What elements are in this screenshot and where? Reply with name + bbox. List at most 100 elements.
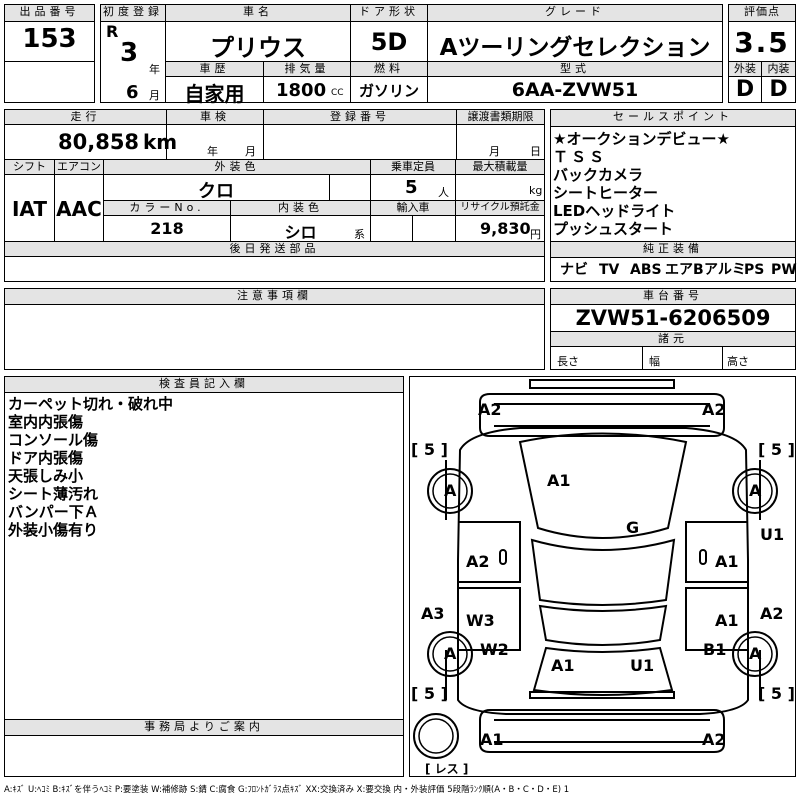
shift-label: シフト — [4, 159, 55, 175]
mark-right-quarter: A2 — [760, 604, 784, 623]
model-label: 型式 — [427, 61, 723, 77]
mark-trunk-left: A1 — [551, 656, 575, 675]
body-outline — [457, 427, 749, 715]
mark-right-rear-pillar: B1 — [703, 640, 727, 659]
recycle-label: リサイクル預託金 — [455, 200, 545, 216]
plate-box — [263, 124, 457, 160]
left-rear-door — [458, 587, 521, 651]
fuel-value: ガソリン — [358, 82, 419, 100]
interior-color-unit: 系 — [354, 228, 365, 241]
capacity-label: 乗車定員 — [370, 159, 456, 175]
mileage-label: 走行 — [4, 109, 167, 125]
later-parts-box — [4, 256, 545, 282]
color-divider — [329, 174, 330, 201]
inspector-note: 外装小傷有り — [8, 521, 99, 539]
chassis-label: 車台番号 — [550, 288, 796, 305]
dims-height-label: 高さ — [727, 355, 749, 368]
rear-glass-outline — [532, 646, 674, 696]
mark-left-window: W3 — [466, 611, 495, 630]
interior-grade: D — [769, 77, 788, 102]
displacement-unit: CC — [331, 88, 344, 98]
import-box — [370, 215, 456, 242]
mark-right-front-fender: U1 — [760, 525, 785, 544]
color-no-value: 218 — [150, 219, 184, 238]
model-box — [427, 76, 723, 103]
tire-grade-rl: A — [444, 644, 457, 663]
equipment-item: TV — [599, 262, 620, 278]
mark-rear-left: A1 — [480, 730, 504, 749]
hood-outline — [518, 432, 688, 539]
era-label: R — [106, 22, 119, 41]
mark-front-left: A2 — [478, 400, 502, 419]
selling-point: LEDヘッドライト — [553, 202, 676, 220]
front-bumper-inner — [494, 403, 710, 427]
mark-left-front-door: A2 — [466, 552, 490, 571]
door-value: 5D — [370, 28, 408, 56]
car-diagram — [413, 379, 778, 759]
capacity-value: 5 — [405, 177, 418, 198]
plate-label: 登録番号 — [263, 109, 457, 125]
inspection-month-unit: 月 — [245, 145, 256, 158]
mark-trunk-right: U1 — [630, 656, 655, 675]
transfer-day-unit: 日 — [530, 145, 541, 158]
import-divider — [412, 215, 413, 242]
dims-label: 諸元 — [550, 331, 796, 347]
interior-label: 内装 — [761, 61, 796, 77]
mark-windshield: G — [626, 518, 640, 537]
equipment-item: PW — [771, 262, 797, 278]
inspection-label: 車検 — [166, 109, 264, 125]
interior-box — [761, 76, 796, 103]
recycle-value: 9,830 — [480, 219, 531, 238]
rear-bumper-outline — [479, 709, 725, 753]
left-mirror — [499, 549, 507, 565]
equipment-item: ABS — [630, 262, 662, 278]
legend: A:ｷｽﾞ U:ﾍｺﾐ B:ｷｽﾞを伴うﾍｺﾐ P:要塗装 W:補修跡 S:錆 … — [4, 785, 570, 795]
later-parts-label: 後日発送部品 — [4, 241, 545, 257]
mileage-value: 80,858 — [58, 130, 140, 154]
dims-length-label: 長さ — [557, 355, 579, 368]
selling-point: ＴＳＳ — [553, 148, 608, 166]
exterior-grade: D — [735, 77, 755, 102]
mark-left-rear-window: W2 — [480, 640, 509, 659]
car-diagram-frame — [409, 376, 796, 777]
reg-month: 6 — [126, 82, 139, 103]
reg-year: 3 — [120, 38, 139, 68]
mark-front-right: A2 — [702, 400, 726, 419]
equipment-item: エアB — [665, 262, 704, 278]
selling-point: ★オークションデビュー★ — [553, 130, 730, 148]
selling-points-label: セールスポイント — [550, 109, 796, 127]
dims-divider-1 — [642, 346, 643, 370]
dims-divider-2 — [722, 346, 723, 370]
windshield-outline — [530, 538, 676, 606]
equipment-item: ナビ — [560, 262, 588, 278]
tire-grade-rr: A — [749, 644, 762, 663]
right-front-door — [685, 521, 748, 583]
tire-grade-fl: A — [444, 481, 457, 500]
displacement-value: 1800 — [276, 80, 327, 101]
selling-point: プッシュスタート — [553, 220, 674, 238]
inspector-note: ドア内張傷 — [8, 449, 84, 467]
dims-box — [550, 346, 796, 370]
fuel-label: 燃料 — [350, 61, 428, 77]
exterior-label: 外装 — [728, 61, 762, 77]
office-label: 事務局よりご案内 — [4, 719, 404, 736]
inspector-note: コンソール傷 — [8, 431, 99, 449]
selling-point: バックカメラ — [553, 166, 644, 184]
inspector-note: シート薄汚れ — [8, 485, 99, 503]
interior-color-label: 内装色 — [230, 200, 371, 216]
displacement-label: 排気量 — [263, 61, 351, 77]
history-value: 自家用 — [184, 82, 245, 106]
selling-point: シートヒーター — [553, 184, 659, 202]
notes-box — [4, 304, 545, 370]
door-label: ドア形状 — [350, 4, 428, 22]
month-unit: 月 — [149, 89, 160, 102]
color-no-label: カラーNo. — [103, 200, 231, 216]
grade-value: Aツーリングセレクション — [439, 35, 711, 61]
load-label: 最大積載量 — [455, 159, 545, 175]
recycle-unit: 円 — [530, 228, 541, 241]
tire-front-left — [427, 468, 473, 514]
right-mirror — [699, 549, 707, 565]
lot-number: 153 — [22, 24, 77, 54]
inspector-note: カーペット切れ・破れ中 — [8, 395, 174, 413]
equipment-item: アルミ — [704, 262, 746, 278]
